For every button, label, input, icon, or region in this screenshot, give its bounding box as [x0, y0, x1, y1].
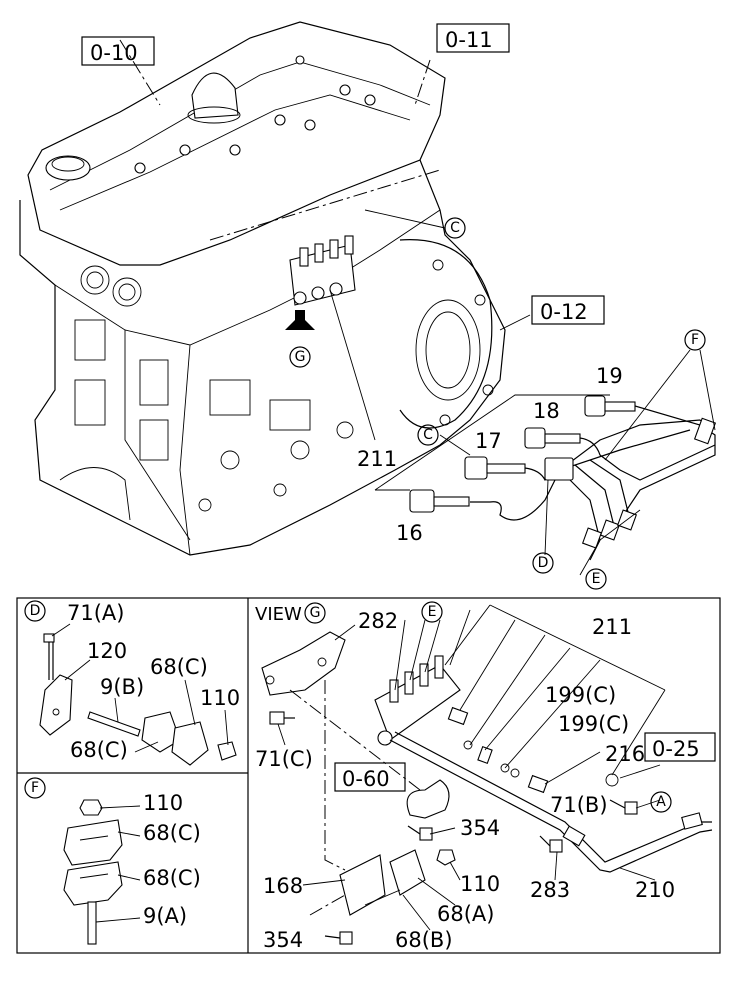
label-211-upper: 211 [357, 447, 397, 471]
view-label: VIEW [255, 604, 302, 625]
label-16: 16 [396, 521, 423, 545]
label-19: 19 [596, 364, 623, 388]
callout-C-pipes-text: C [423, 427, 433, 443]
panel-F-callout-text: F [31, 780, 39, 796]
label-199c-2: 199(C) [558, 712, 629, 736]
callout-C-pipes: C [417, 424, 439, 446]
callout-F-upper: F [684, 329, 706, 351]
label-68a: 68(A) [437, 902, 494, 926]
label-282: 282 [358, 609, 398, 633]
panel-D: D 71(A) 120 9(B) 68(C) 110 68(C) [24, 600, 240, 766]
label-199c-1: 199(C) [545, 683, 616, 707]
callout-G-upper-text: G [295, 349, 306, 365]
callout-D-upper: D [532, 552, 554, 574]
view-E-callout: E [421, 601, 443, 623]
ref-0-12-label: 0-12 [540, 300, 588, 324]
label-354-b: 354 [263, 928, 303, 952]
ref-0-60-label: 0-60 [342, 767, 390, 791]
label-68c-top-d: 68(C) [150, 655, 208, 679]
panel-F: F 110 68(C) 68(C) 9(A) [24, 777, 201, 945]
callout-C-upper-text: C [450, 220, 460, 236]
callout-D-upper-text: D [538, 555, 549, 571]
panel-F-callout: F [24, 777, 46, 799]
engine-block-drawing [19, 21, 531, 556]
ref-0-10-label: 0-10 [90, 41, 138, 65]
callout-G-upper: G [289, 346, 311, 368]
label-9b: 9(B) [100, 675, 144, 699]
view-arrow-icon [285, 310, 315, 330]
view-G-callout-text: G [310, 605, 321, 621]
label-9a: 9(A) [143, 904, 187, 928]
ref-box-0-10: 0-10 [81, 36, 155, 66]
ref-box-0-60: 0-60 [334, 762, 406, 792]
pipe-19 [584, 395, 636, 417]
view-A-callout-text: A [656, 794, 666, 810]
ref-box-0-11: 0-11 [436, 23, 510, 53]
pipe-17 [464, 456, 526, 480]
label-354-a: 354 [460, 816, 500, 840]
ref-box-0-12: 0-12 [531, 295, 605, 325]
label-110-f: 110 [143, 791, 183, 815]
panel-view-G: VIEW G E [255, 601, 716, 952]
callout-E-upper: E [585, 568, 607, 590]
label-68b: 68(B) [395, 928, 453, 952]
callout-C-upper: C [444, 217, 466, 239]
label-110-view: 110 [460, 872, 500, 896]
ref-box-0-25: 0-25 [644, 732, 716, 762]
view-A-callout: A [650, 791, 672, 813]
label-71a: 71(A) [67, 601, 124, 625]
ref-0-11-label: 0-11 [445, 28, 493, 52]
panel-D-callout: D [24, 600, 46, 622]
label-216: 216 [605, 742, 645, 766]
view-E-callout-text: E [428, 604, 437, 620]
callout-F-upper-text: F [691, 332, 699, 348]
label-68c-bottom-f: 68(C) [143, 866, 201, 890]
label-71b: 71(B) [550, 793, 608, 817]
label-211-view: 211 [592, 615, 632, 639]
label-68c-top-f: 68(C) [143, 821, 201, 845]
pipe-16 [409, 489, 470, 513]
detail-panels-frame [16, 597, 721, 954]
label-283: 283 [530, 878, 570, 902]
label-210: 210 [635, 878, 675, 902]
label-168: 168 [263, 874, 303, 898]
label-110-d: 110 [200, 686, 240, 710]
panel-D-callout-text: D [30, 603, 41, 619]
label-71c: 71(C) [255, 747, 313, 771]
callout-E-upper-text: E [592, 571, 601, 587]
label-68c-bottom-d: 68(C) [70, 738, 128, 762]
label-18: 18 [533, 399, 560, 423]
label-120: 120 [87, 639, 127, 663]
view-G-callout: G [304, 602, 326, 624]
ref-0-25-label: 0-25 [652, 737, 700, 761]
injection-pipes-drawing [374, 349, 717, 576]
pipe-18 [524, 427, 581, 449]
label-17: 17 [475, 429, 502, 453]
